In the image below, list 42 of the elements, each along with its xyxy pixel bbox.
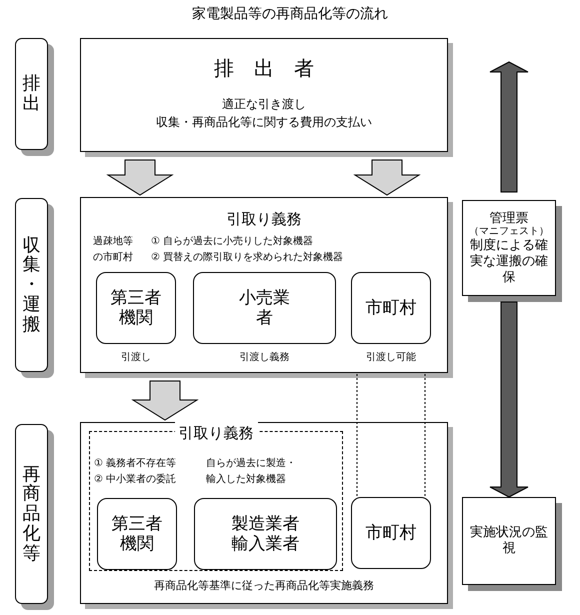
dotted-line <box>356 374 358 496</box>
heading: 引取り義務 <box>226 209 302 230</box>
rounded-box <box>351 272 431 344</box>
note-text: 過疎地等の市町村 <box>93 234 134 265</box>
rounded-box <box>96 272 176 344</box>
block-arrow <box>353 160 421 196</box>
box-label: 市町村 <box>366 522 416 544</box>
beside-label: 引渡し可能 <box>366 350 416 365</box>
heading: 排 出 者 <box>214 55 314 82</box>
box-label: 第三者機関 <box>110 514 164 554</box>
thick-arrow <box>490 302 528 498</box>
rounded-box <box>193 272 336 344</box>
dotted-line <box>424 374 426 496</box>
box-label: 小売業者 <box>238 288 291 328</box>
note-text: ② 中小業者の委託 <box>94 472 176 487</box>
note-text: ② 買替えの際引取りを求められた対象機器 <box>151 250 344 265</box>
block-arrow <box>131 380 199 421</box>
box-label: 第三者機関 <box>109 288 162 328</box>
note-text: ① 自らが過去に小売りした対象機器 <box>151 234 314 249</box>
box-label: （マニフェスト） <box>469 226 549 238</box>
beside-label: 引渡し義務 <box>240 350 290 365</box>
note-text: 再商品化等基準に従った再商品化等実施義務 <box>154 578 374 594</box>
stage-text: 収集・運搬 <box>22 236 40 334</box>
box-label: 市町村 <box>366 298 416 318</box>
box-label: 実施状況の監視 <box>469 525 549 557</box>
box-label: 製造業者 <box>232 514 300 534</box>
box-label: 管理票 <box>490 210 528 226</box>
block-arrow <box>106 160 174 196</box>
note-text: 適正な引き渡し <box>222 96 306 113</box>
stage-text: 再商品化等 <box>22 464 40 564</box>
note-text: 収集・再商品化等に関する費用の支払い <box>156 114 372 131</box>
beside-label: 引渡し <box>121 350 151 365</box>
thick-arrow <box>490 61 528 192</box>
title: 家電製品等の再商品化等の流れ <box>192 5 388 24</box>
box-label: 輸入業者 <box>232 534 300 554</box>
rounded-box <box>194 498 337 570</box>
note-text: 自らが過去に製造・輸入した対象機器 <box>206 456 297 487</box>
note-text: ① 義務者不存在等 <box>94 456 176 471</box>
rounded-box <box>97 498 177 570</box>
box-label: 制度による確実な運搬の確保 <box>469 238 549 286</box>
stage-text: 排出 <box>22 74 40 114</box>
rounded-box <box>351 497 431 569</box>
